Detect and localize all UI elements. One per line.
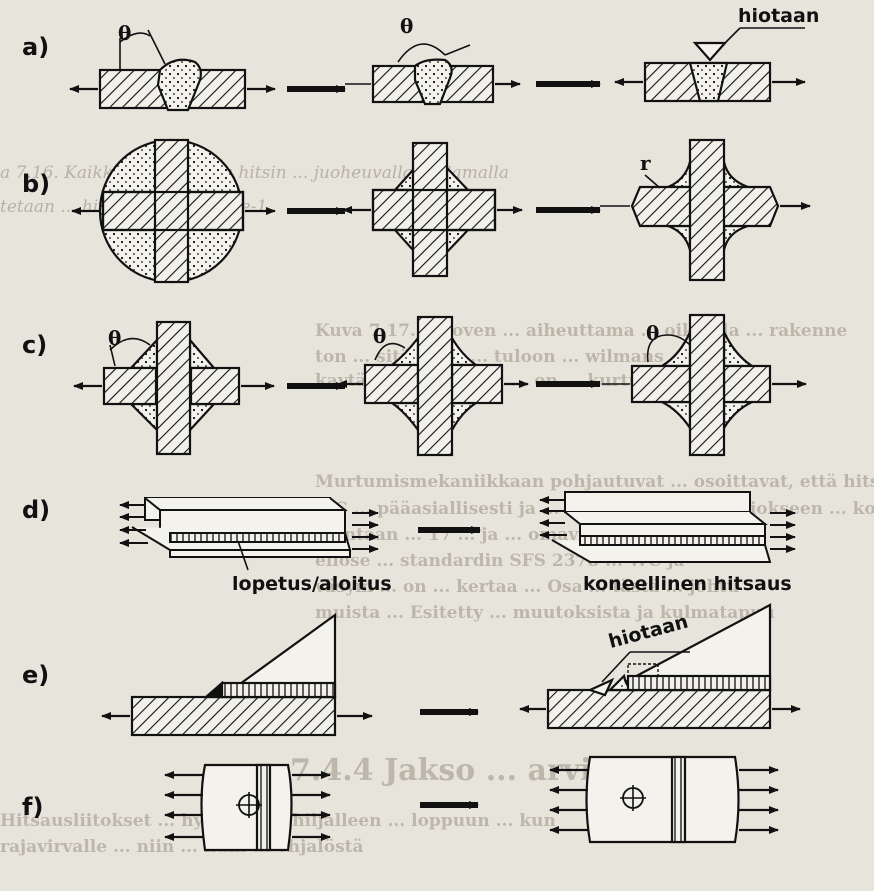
theta-angle-a2: θ [400,14,413,38]
theta-angle-c2: θ [373,324,386,348]
a-stage-3 [614,27,806,103]
bleed-line-10: väsym ... on ... kertaa ... Osa ... täst… [314,577,739,597]
e-stage-2 [519,603,801,730]
bleed-line-6: Murtumismekaniikkaan pohjautuvat ... oso… [315,472,874,492]
grind-symbol-a [692,41,728,62]
row-label-e: e) [22,661,49,689]
f-stage-2 [549,755,779,844]
row-label-d: d) [22,496,50,524]
grind-symbol-e [586,677,615,697]
e-stage-1 [101,612,373,737]
theta-angle-c1: θ [108,326,121,350]
row-c-fillet-joint: θ θ θ [73,313,807,457]
bleed-line-13: rajavirvalle ... niin ... kuin ... ohjal… [0,837,364,857]
radius-r-b3: r [640,151,651,175]
d-stage-1 [119,497,379,571]
b-stage-2 [342,141,523,278]
bleed-line-11: muista ... Esitetty ... muutoksista ja k… [315,603,775,623]
a-stage-1 [69,29,276,112]
row-a-butt-weld: θ θ hiotaan [69,5,819,112]
bleed-through-text: a 7.16. Kaikkia ... parantaa hitsin ... … [0,163,874,857]
a-stage-2 [345,43,521,106]
machine-welding-label: koneellinen hitsaus [583,573,792,595]
b-stage-1 [71,138,276,284]
b-stage-3 [600,138,811,282]
c-stage-3 [602,313,807,457]
theta-angle-c3: θ [646,321,659,345]
row-f-plate-weld [164,755,779,852]
bleed-line-3: Kuva 7.17. ... loven ... aiheuttama ... … [315,321,847,341]
row-label-b: b) [22,170,50,198]
c-stage-1 [73,320,275,456]
row-label-f: f) [22,793,43,821]
row-label-a: a) [22,33,49,61]
row-b-cross-joint: r [71,138,811,284]
row-e-attachment-weld: hiotaan [101,603,801,737]
bleed-line-8: alontaan ... 17 ... ja ... omavi [315,525,585,545]
grind-label-a: hiotaan [738,5,819,27]
c-stage-2 [337,315,529,457]
row-label-c: c) [22,331,47,359]
stop-start-label: lopetus/aloitus [232,573,392,595]
theta-angle-a1: θ [118,21,131,45]
row-d-lap-weld: lopetus/aloitus koneellinen hitsaus [119,491,796,595]
f-stage-1 [164,763,331,852]
d-stage-2 [539,491,796,563]
